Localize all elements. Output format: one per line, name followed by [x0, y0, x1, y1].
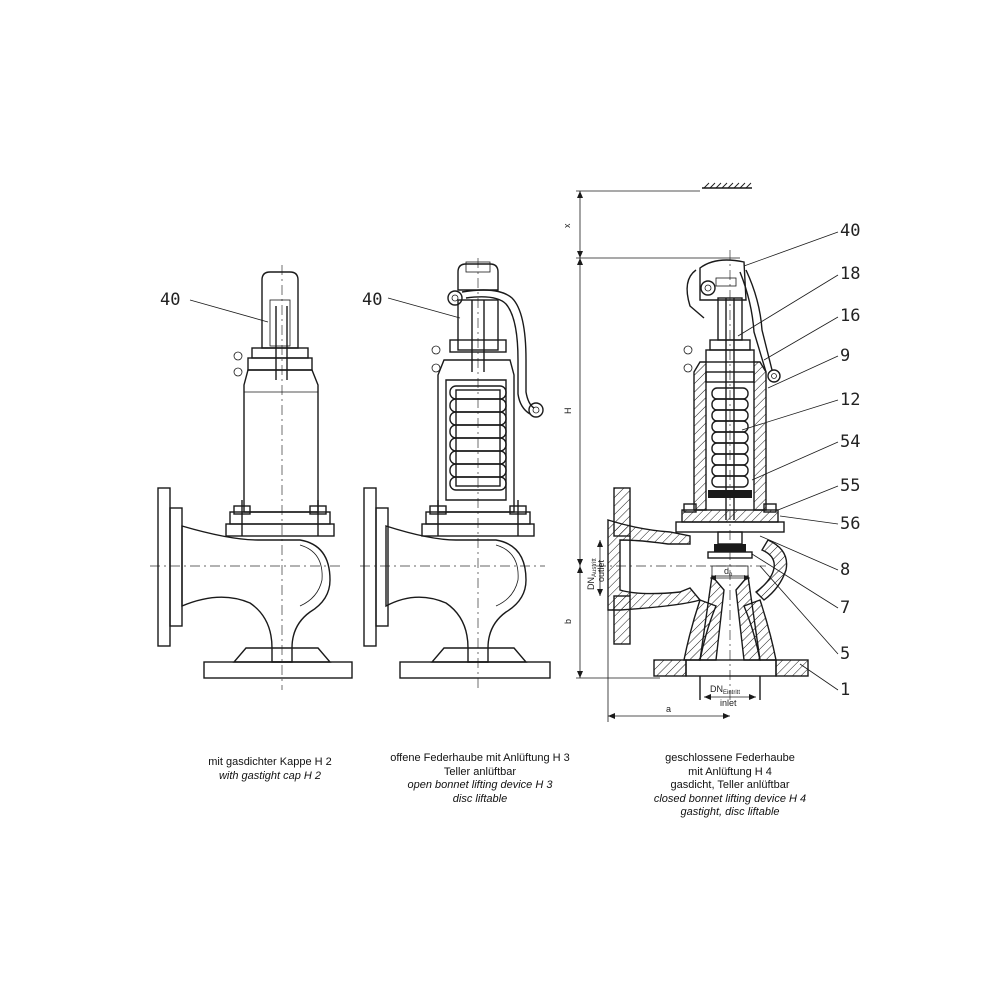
svg-text:DNAustritt: DNAustritt — [586, 558, 598, 590]
dimension-x: x — [562, 223, 572, 228]
dimension-a: a — [666, 704, 671, 714]
callout-right-56: 56 — [840, 514, 860, 534]
dimension-do: do — [724, 566, 733, 578]
caption-h2: mit gasdichter Kappe H 2 with gastight c… — [180, 756, 360, 783]
caption-h2-de-1: mit gasdichter Kappe H 2 — [208, 756, 332, 768]
caption-h3-de-2: Teller anlüftbar — [443, 765, 517, 778]
callout-right-18: 18 — [840, 264, 860, 284]
caption-h3-en-2: disc liftable — [452, 792, 508, 805]
caption-h4-de-3: gasdicht, Teller anlüftbar — [670, 779, 790, 791]
callout-right-9: 9 — [840, 346, 850, 366]
callout-right-55: 55 — [840, 476, 860, 496]
callout-left-40: 40 — [160, 290, 180, 310]
dimension-labels: x H b a do DNAustritt outlet DNEintritt … — [562, 223, 740, 714]
caption-h3-de-1: offene Federhaube mit Anlüftung H 3 — [390, 752, 570, 764]
valve-view-h3 — [360, 258, 551, 690]
caption-h4-en-2: gastight, disc liftable — [680, 806, 780, 818]
caption-h3: offene Federhaube mit Anlüftung H 3 Tell… — [370, 752, 590, 806]
dimension-b: b — [563, 619, 573, 624]
callout-right-8: 8 — [840, 560, 850, 580]
valve-view-h2 — [150, 265, 353, 690]
svg-text:outlet: outlet — [596, 559, 606, 582]
dimension-dn-inlet: DNEintritt — [710, 684, 740, 696]
valve-view-h4-section — [576, 182, 839, 722]
caption-h4-en-1: closed bonnet lifting device H 4 — [653, 792, 807, 805]
callout-labels: 40 40 40 18 16 9 12 54 55 56 8 7 5 1 — [160, 221, 860, 700]
dimension-h: H — [563, 408, 573, 415]
callout-right-40: 40 — [840, 221, 860, 241]
dimension-dn-outlet: DNAustritt outlet — [586, 558, 606, 590]
callout-right-12: 12 — [840, 390, 860, 410]
callout-right-7: 7 — [840, 598, 850, 618]
caption-h3-en-1: open bonnet lifting device H 3 — [407, 779, 553, 791]
callout-right-5: 5 — [840, 644, 850, 664]
caption-h2-en-1: with gastight cap H 2 — [218, 769, 322, 782]
dimension-dn-inlet-en: inlet — [720, 698, 737, 708]
callout-right-54: 54 — [840, 432, 860, 452]
callout-middle-40: 40 — [362, 290, 382, 310]
caption-h4: geschlossene Federhaube mit Anlüftung H … — [620, 752, 840, 820]
caption-h4-de-2: mit Anlüftung H 4 — [688, 765, 772, 778]
caption-h4-de-1: geschlossene Federhaube — [665, 752, 795, 764]
callout-right-16: 16 — [840, 306, 860, 326]
callout-right-1: 1 — [840, 680, 850, 700]
